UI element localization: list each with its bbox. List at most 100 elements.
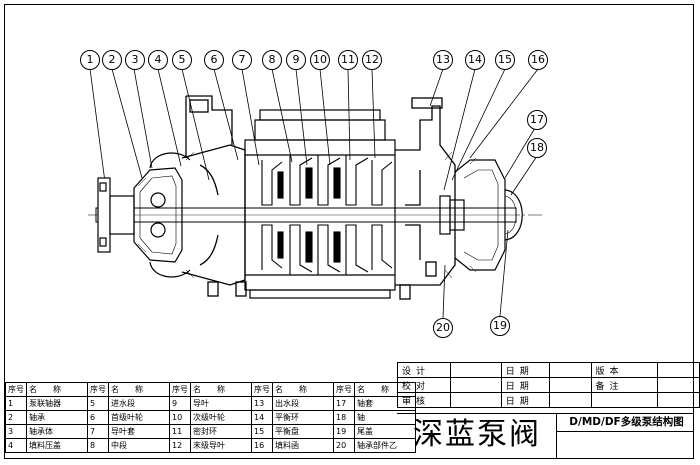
date-field — [548, 362, 592, 378]
header-cell: 序号 — [251, 382, 273, 397]
part-no: 13 — [251, 396, 273, 411]
parts-table-header: 序号 名 称 序号 名 称 序号 名 称 序号 名 称 序号 名 称 — [5, 382, 416, 397]
coupling — [97, 177, 135, 253]
part-name: 末级导叶 — [190, 438, 252, 453]
date-label: 日期 — [500, 362, 550, 378]
table-row: 4 填料压盖 8 中段 12 末级导叶 16 填料函 20 轴承部件乙 — [5, 438, 416, 453]
part-name: 导叶 — [190, 396, 252, 411]
part-no: 8 — [87, 438, 109, 453]
part-no: 15 — [251, 424, 273, 439]
part-name: 平衡环 — [272, 410, 334, 425]
remark-label: 备注 — [590, 377, 659, 393]
part-name: 导叶套 — [108, 424, 170, 439]
part-no: 2 — [5, 410, 27, 425]
discharge-casing — [395, 97, 456, 300]
suction-casing — [181, 95, 247, 297]
part-name: 次级叶轮 — [190, 410, 252, 425]
callout-14: 14 — [465, 50, 485, 70]
part-no: 4 — [5, 438, 27, 453]
header-cell: 序号 — [169, 382, 191, 397]
callout-4: 4 — [148, 50, 168, 70]
signoff-label: 设计 — [397, 362, 451, 378]
part-no: 17 — [333, 396, 355, 411]
part-name: 密封环 — [190, 424, 252, 439]
part-no: 20 — [333, 438, 355, 453]
callout-17: 17 — [527, 110, 547, 130]
date-field — [548, 392, 592, 408]
callout-8: 8 — [262, 50, 282, 70]
version-field — [657, 362, 700, 378]
model-underline — [556, 431, 694, 432]
drawing-title: D/MD/DF多级泵结构图 — [569, 416, 684, 428]
part-name: 填料压盖 — [26, 438, 88, 453]
part-name: 填料函 — [272, 438, 334, 453]
version-label: 版本 — [590, 362, 659, 378]
callout-18: 18 — [527, 138, 547, 158]
header-cell: 序号 — [87, 382, 109, 397]
callout-10: 10 — [310, 50, 330, 70]
tail-cover — [504, 189, 523, 241]
part-no: 3 — [5, 424, 27, 439]
callout-5: 5 — [172, 50, 192, 70]
callout-1: 1 — [80, 50, 100, 70]
part-name: 轴承体 — [26, 424, 88, 439]
callout-7: 7 — [232, 50, 252, 70]
date-label: 日期 — [500, 392, 550, 408]
part-no: 1 — [5, 396, 27, 411]
callout-19: 19 — [490, 316, 510, 336]
callout-20: 20 — [433, 318, 453, 338]
part-name: 首级叶轮 — [108, 410, 170, 425]
drawing-frame — [4, 4, 694, 459]
signoff-field — [449, 392, 502, 408]
part-no: 10 — [169, 410, 191, 425]
part-name: 平衡盘 — [272, 424, 334, 439]
signoff-field — [449, 362, 502, 378]
signoff-field — [449, 377, 502, 393]
middle-stages — [244, 109, 396, 299]
header-cell: 名 称 — [26, 382, 88, 397]
title-block: 设计 日期 版本 校对 日期 备注 审核 日期 — [397, 362, 700, 408]
shaft — [95, 207, 517, 223]
part-name: 泵联轴器 — [26, 396, 88, 411]
callout-3: 3 — [125, 50, 145, 70]
part-no: 6 — [87, 410, 109, 425]
table-row: 3 轴承体 7 导叶套 11 密封环 15 平衡盘 19 尾盖 — [5, 424, 416, 439]
table-row: 1 泵联轴器 5 进水段 9 导叶 13 出水段 17 轴套 — [5, 396, 416, 411]
date-field — [548, 377, 592, 393]
callout-16: 16 — [528, 50, 548, 70]
header-cell: 名 称 — [272, 382, 334, 397]
blank-cell — [590, 392, 659, 408]
part-no: 9 — [169, 396, 191, 411]
signoff-label: 审核 — [397, 392, 451, 408]
callout-11: 11 — [338, 50, 358, 70]
callout-6: 6 — [204, 50, 224, 70]
leader-lines — [89, 68, 539, 319]
part-name: 轴承 — [26, 410, 88, 425]
part-no: 14 — [251, 410, 273, 425]
table-row: 2 轴承 6 首级叶轮 10 次级叶轮 14 平衡环 18 轴 — [5, 410, 416, 425]
callout-13: 13 — [433, 50, 453, 70]
header-cell: 序号 — [5, 382, 27, 397]
part-name: 出水段 — [272, 396, 334, 411]
header-cell: 序号 — [333, 382, 355, 397]
detail-hatching — [137, 151, 477, 279]
callout-15: 15 — [495, 50, 515, 70]
part-name: 中段 — [108, 438, 170, 453]
part-no: 11 — [169, 424, 191, 439]
date-label: 日期 — [500, 377, 550, 393]
parts-table: 序号 名 称 序号 名 称 序号 名 称 序号 名 称 序号 名 称 1 泵联轴… — [5, 382, 416, 453]
title-divider-vertical — [556, 413, 557, 459]
header-cell: 名 称 — [190, 382, 252, 397]
callout-12: 12 — [362, 50, 382, 70]
part-no: 18 — [333, 410, 355, 425]
part-no: 5 — [87, 396, 109, 411]
stage-impellers — [261, 155, 393, 275]
callout-2: 2 — [102, 50, 122, 70]
part-no: 19 — [333, 424, 355, 439]
part-no: 7 — [87, 424, 109, 439]
part-no: 16 — [251, 438, 273, 453]
signoff-label: 校对 — [397, 377, 451, 393]
bearing-housing-left — [133, 152, 191, 278]
part-name: 轴承部件乙 — [354, 438, 416, 453]
